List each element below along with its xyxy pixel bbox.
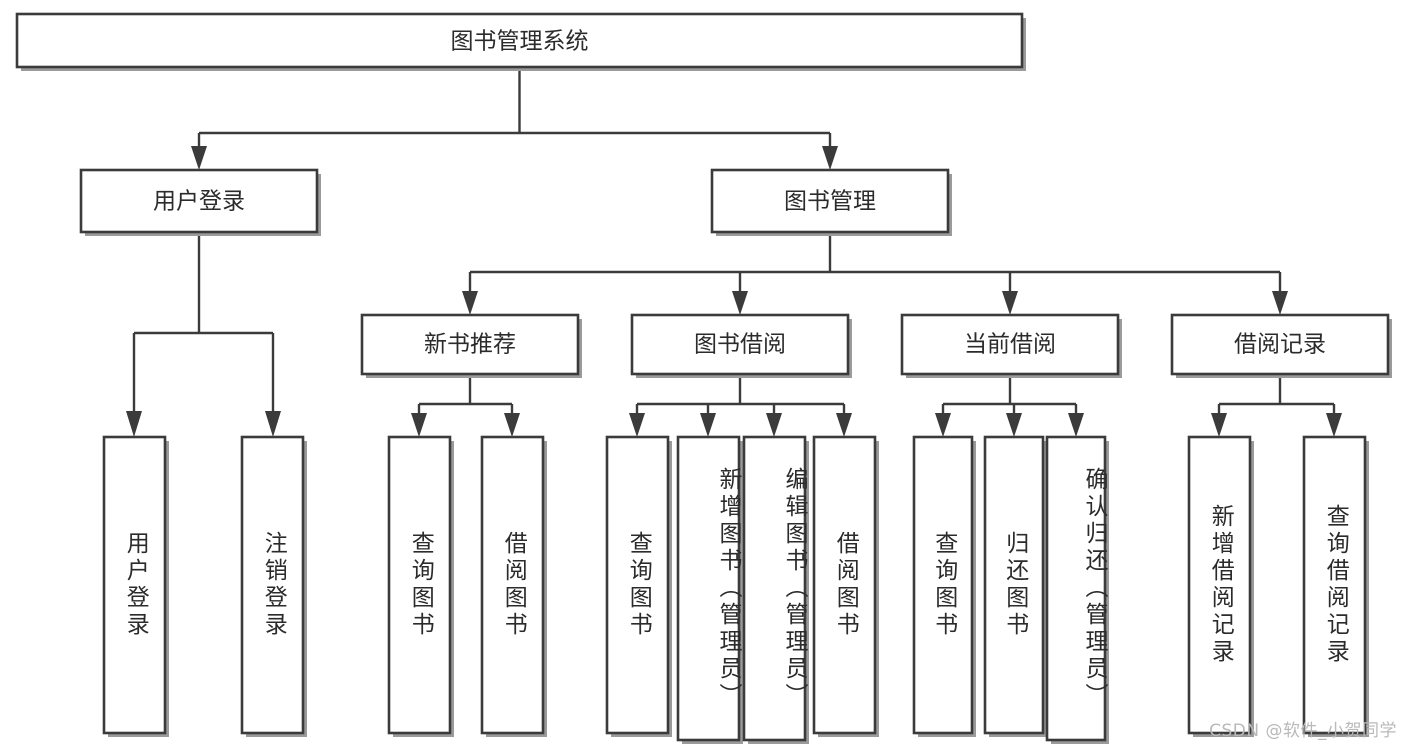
arrow-head-icon bbox=[766, 413, 782, 437]
arrow-head-icon bbox=[1211, 413, 1227, 437]
arrow-head-icon bbox=[411, 413, 427, 437]
node-book-manage-label: 图书管理 bbox=[784, 189, 876, 215]
node-book-manage-box bbox=[710, 168, 950, 234]
node-new-book-recommend-label: 新书推荐 bbox=[424, 332, 516, 358]
leaf-label-edit-book-admin: 编辑图书（管理员） bbox=[781, 467, 807, 710]
leaf-label-logout: 注销登录 bbox=[260, 531, 287, 639]
leaf-label-confirm-return-admin: 确认归还（管理员） bbox=[1081, 467, 1107, 710]
watermark-text: CSDN @软件_小贺同学 bbox=[1209, 721, 1397, 741]
arrow-head-icon bbox=[265, 411, 281, 437]
node-book-borrow[interactable]: 图书借阅 bbox=[630, 313, 852, 378]
arrow-head-icon bbox=[504, 413, 520, 437]
leaf-box-query-book-2[interactable] bbox=[605, 435, 670, 735]
edge-group-book-borrow-to-leaves bbox=[629, 374, 852, 437]
edge-group-user-login-to-leaves bbox=[126, 232, 281, 437]
leaf-box-borrow-book-2[interactable] bbox=[812, 435, 877, 735]
node-borrow-record-label: 借阅记录 bbox=[1234, 332, 1326, 358]
leaf-box-query-book-1[interactable] bbox=[387, 435, 452, 735]
node-new-book-recommend[interactable]: 新书推荐 bbox=[360, 313, 582, 378]
arrow-head-icon bbox=[629, 413, 645, 437]
arrow-head-icon bbox=[462, 291, 478, 315]
edge-group-book-manage-to-level2 bbox=[462, 232, 1288, 315]
leaf-label-query-book-1: 查询图书 bbox=[407, 531, 434, 639]
node-root-label: 图书管理系统 bbox=[451, 29, 589, 55]
arrow-head-icon bbox=[126, 411, 142, 437]
node-book-borrow-box bbox=[630, 313, 850, 376]
leaf-box-edit-book-admin[interactable] bbox=[742, 435, 807, 742]
arrow-head-icon bbox=[822, 146, 838, 170]
arrow-head-icon bbox=[935, 413, 951, 437]
arrow-head-icon bbox=[1272, 291, 1288, 315]
leaf-box-add-book-admin[interactable] bbox=[676, 435, 741, 742]
leaf-boxes bbox=[102, 435, 1369, 744]
node-new-book-recommend-box bbox=[360, 313, 580, 376]
node-current-borrow-label: 当前借阅 bbox=[964, 332, 1056, 358]
node-user-login-label: 用户登录 bbox=[153, 189, 245, 215]
leaf-label-return-book: 归还图书 bbox=[1001, 531, 1028, 639]
node-book-borrow-label: 图书借阅 bbox=[694, 332, 786, 358]
leaf-box-return-book[interactable] bbox=[983, 435, 1045, 735]
node-current-borrow-box bbox=[900, 313, 1120, 376]
leaf-box-query-book-3[interactable] bbox=[912, 435, 974, 735]
leaf-label-borrow-book-2: 借阅图书 bbox=[832, 531, 859, 639]
arrow-head-icon bbox=[1006, 413, 1022, 437]
leaf-box-logout[interactable] bbox=[240, 435, 305, 735]
leaf-label-user-login: 用户登录 bbox=[122, 531, 149, 639]
node-user-login-box bbox=[79, 168, 319, 234]
leaf-label-add-book-admin: 新增图书（管理员） bbox=[715, 467, 741, 710]
node-borrow-record-box bbox=[1170, 313, 1390, 376]
edge-group-borrow-record-to-leaves bbox=[1211, 374, 1342, 437]
arrow-head-icon bbox=[1068, 413, 1084, 437]
leaf-box-user-login[interactable] bbox=[102, 435, 167, 735]
leaf-box-borrow-book-1[interactable] bbox=[480, 435, 545, 735]
node-borrow-record[interactable]: 借阅记录 bbox=[1170, 313, 1392, 378]
arrow-head-icon bbox=[1326, 413, 1342, 437]
leaf-label-query-book-3: 查询图书 bbox=[930, 531, 957, 639]
edge-group-current-borrow-to-leaves bbox=[935, 374, 1084, 437]
arrow-head-icon bbox=[732, 291, 748, 315]
node-current-borrow[interactable]: 当前借阅 bbox=[900, 313, 1122, 378]
leaf-label-query-borrow-record: 查询借阅记录 bbox=[1322, 504, 1349, 666]
leaf-box-confirm-return-admin[interactable] bbox=[1045, 435, 1107, 742]
arrow-head-icon bbox=[700, 413, 716, 437]
arrow-head-icon bbox=[191, 146, 207, 170]
leaf-label-query-book-2: 查询图书 bbox=[625, 531, 652, 639]
leaf-label-borrow-book-1: 借阅图书 bbox=[500, 531, 527, 639]
node-root[interactable]: 图书管理系统 bbox=[15, 12, 1026, 71]
leaf-box-add-borrow-record[interactable] bbox=[1187, 435, 1252, 735]
leaf-box-query-borrow-record[interactable] bbox=[1302, 435, 1367, 735]
edge-group-new-book-rec-to-leaves bbox=[411, 374, 520, 437]
arrow-head-icon bbox=[1002, 291, 1018, 315]
leaf-label-add-borrow-record: 新增借阅记录 bbox=[1207, 504, 1234, 666]
arrow-head-icon bbox=[836, 413, 852, 437]
edge-group-root-to-level1 bbox=[191, 67, 838, 170]
node-root-box bbox=[15, 12, 1024, 69]
node-book-manage[interactable]: 图书管理 bbox=[710, 168, 952, 236]
node-user-login[interactable]: 用户登录 bbox=[79, 168, 321, 236]
